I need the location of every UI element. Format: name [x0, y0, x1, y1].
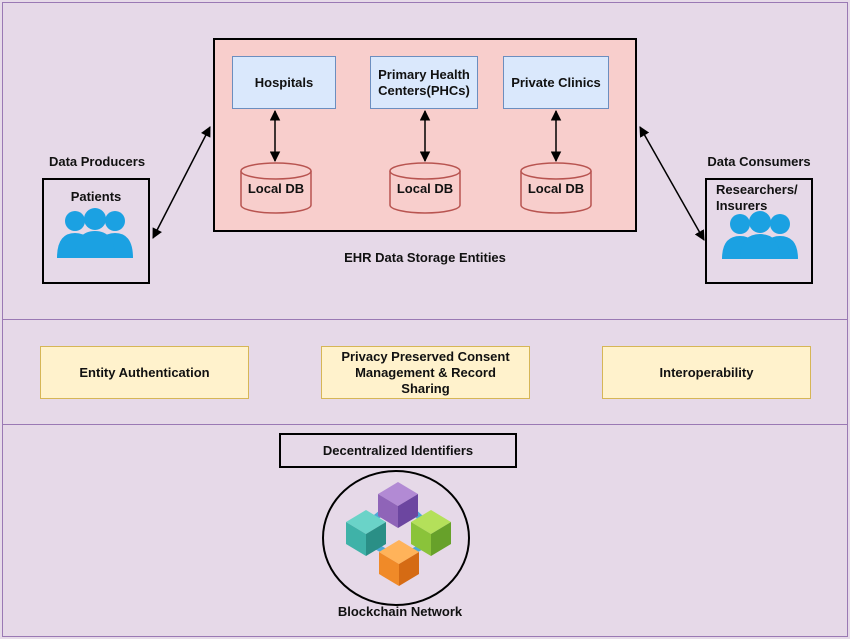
privacy-label-line3: Sharing: [401, 380, 450, 396]
blockchain-network-ellipse: [322, 470, 470, 606]
local-db-label-3: Local DB: [527, 181, 585, 196]
data-consumers-heading: Data Consumers: [707, 154, 811, 169]
data-producers-heading: Data Producers: [48, 154, 146, 169]
decentralized-identifiers-box: Decentralized Identifiers: [279, 433, 517, 468]
local-db-label-1: Local DB: [247, 181, 305, 196]
patients-people-icon: [57, 208, 133, 258]
privacy-label-line1: Privacy Preserved Consent: [341, 348, 510, 364]
entity-authentication-box: Entity Authentication: [40, 346, 249, 399]
phc-label-line2: Centers(PHCs): [378, 82, 470, 98]
decentralized-identifiers-label: Decentralized Identifiers: [322, 443, 474, 458]
patients-label: Patients: [70, 189, 122, 204]
teal-block-icon: [346, 510, 386, 556]
producer-storage-arrow: [152, 126, 211, 239]
hospitals-label: Hospitals: [254, 74, 314, 90]
orange-block-icon: [379, 540, 419, 586]
patients-box: [42, 178, 150, 284]
local-db-label-2: Local DB: [396, 181, 454, 196]
privacy-label-line2: Management & Record: [355, 364, 496, 380]
researchers-label-line2: Insurers: [716, 198, 768, 213]
researchers-box: [705, 178, 813, 284]
local-db-cylinder-1: [240, 162, 312, 214]
entity-authentication-label: Entity Authentication: [79, 364, 210, 380]
local-db-cylinder-3: [520, 162, 592, 214]
private-clinics-box: Private Clinics: [503, 56, 609, 109]
storage-consumer-arrow: [639, 126, 705, 241]
local-db-cylinder-2: [389, 162, 461, 214]
researchers-people-icon: [722, 211, 798, 259]
blockchain-network-label: Blockchain Network: [337, 604, 463, 619]
interoperability-label: Interoperability: [659, 364, 754, 380]
ehr-storage-caption: EHR Data Storage Entities: [344, 250, 506, 265]
researchers-label-line1: Researchers/: [716, 182, 798, 197]
interoperability-box: Interoperability: [602, 346, 811, 399]
private-clinics-label: Private Clinics: [511, 74, 601, 90]
hospitals-box: Hospitals: [232, 56, 336, 109]
green-block-icon: [411, 510, 451, 556]
researchers-label: Researchers/Insurers: [716, 182, 812, 214]
phc-label-line1: Primary Health: [378, 66, 470, 82]
purple-block-icon: [378, 482, 418, 528]
